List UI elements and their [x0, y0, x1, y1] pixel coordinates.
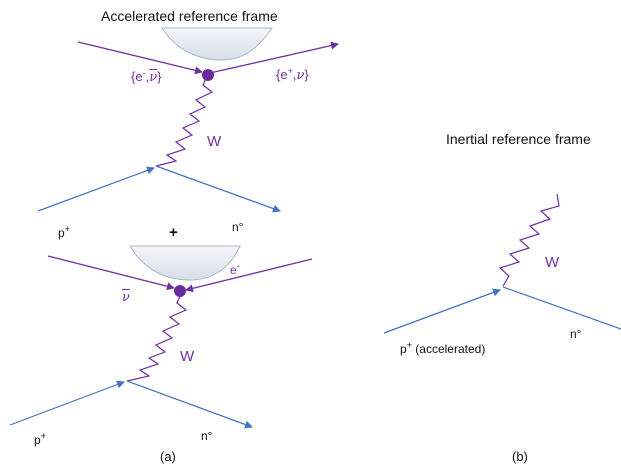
vertex-dot-bottom: [174, 285, 186, 297]
incoming-pair-text: {e: [131, 69, 143, 84]
w-boson-label-top: W: [207, 133, 222, 150]
proton-label-right: p+ (accelerated): [400, 340, 486, 356]
electron-text: e: [230, 263, 237, 277]
proton-sup-right: +: [406, 340, 412, 350]
neutron-line-bottom: [126, 380, 253, 429]
panel-a-label: (a): [160, 449, 176, 464]
electron-line-bottom: [185, 258, 313, 293]
w-boson-line-right: [498, 193, 560, 287]
incoming-lepton-line-top: [77, 41, 203, 75]
horizon-shape-bottom: [129, 245, 241, 281]
proton-sup-bottom: +: [40, 431, 46, 441]
proton-note-right: (accelerated): [411, 342, 486, 356]
incoming-pair-sup: -: [142, 68, 146, 78]
panel-b-label: (b): [512, 449, 528, 464]
neutrino-symbol-top: ν: [296, 68, 305, 83]
w-boson-line-bottom: [126, 295, 188, 382]
neutron-label-right: n°: [570, 327, 582, 341]
proton-label-bottom: p+: [34, 431, 46, 447]
outgoing-pair-sup: +: [287, 66, 293, 76]
w-boson-line-top: [155, 77, 214, 167]
outgoing-pair-end: }: [304, 67, 309, 82]
neutron-label-top: n°: [232, 220, 244, 234]
proton-line-right: [383, 288, 501, 334]
proton-line-bottom: [9, 380, 125, 426]
neutron-line-top: [155, 165, 281, 213]
electron-sup: -: [236, 261, 240, 271]
inertial-frame-title: Inertial reference frame: [446, 131, 591, 147]
horizon-shape-top: [161, 27, 273, 61]
incoming-pair-end: }: [157, 69, 162, 84]
neutron-label-bottom: n°: [201, 429, 213, 443]
outgoing-lepton-line-top: [209, 41, 339, 74]
accelerated-frame-title: Accelerated reference frame: [101, 8, 278, 24]
vertex-dot-top: [202, 69, 214, 81]
outgoing-pair-label-top: {e+,ν}: [276, 66, 309, 83]
proton-line-top: [37, 166, 155, 212]
proton-text-right: p: [400, 342, 407, 356]
proton-text-bottom: p: [34, 433, 41, 447]
proton-label-top: p+: [58, 224, 70, 240]
proton-text-top: p: [58, 226, 65, 240]
antineutrino-label-bottom: ν: [122, 290, 130, 305]
plus-sign: +: [169, 224, 178, 241]
w-boson-label-bottom: W: [180, 348, 195, 365]
electron-label-bottom: e-: [230, 261, 240, 277]
antineutrino-line-bottom: [47, 255, 175, 291]
neutron-line-right: [502, 286, 621, 330]
proton-sup-top: +: [64, 224, 70, 234]
outgoing-pair-text: {e: [276, 67, 288, 82]
w-boson-label-right: W: [545, 254, 560, 271]
antineutrino-symbol-top: ν: [149, 70, 158, 85]
incoming-pair-label-top: {e-,ν}: [131, 68, 162, 85]
